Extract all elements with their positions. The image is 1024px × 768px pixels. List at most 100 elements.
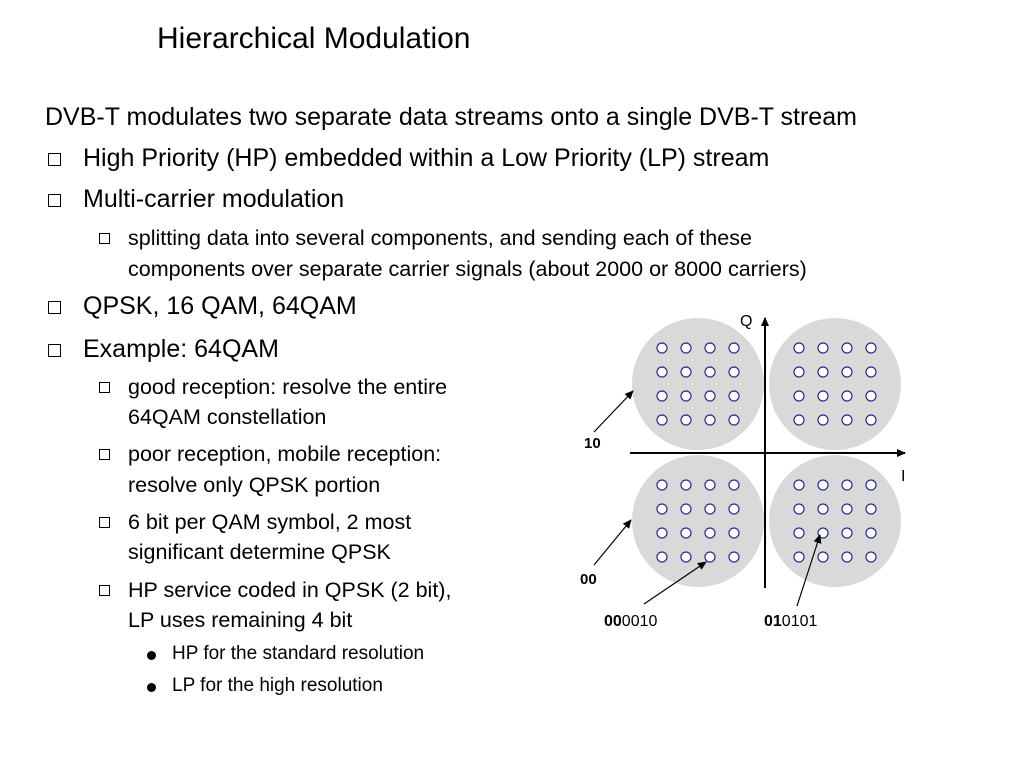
constellation-points <box>656 342 877 563</box>
constellation-point <box>817 366 829 378</box>
label-00: 00 <box>580 571 597 588</box>
arrow-00-quadrant <box>593 519 632 566</box>
subbullet-poor-line2: resolve only QPSK portion <box>128 473 381 497</box>
constellation-point <box>841 479 853 491</box>
constellation-point <box>728 366 740 378</box>
constellation-point <box>656 414 668 426</box>
constellation-point <box>865 366 877 378</box>
constellation-point <box>817 414 829 426</box>
subbullet-hp-service-line2: LP uses remaining 4 bit <box>128 608 353 632</box>
axis-i-label: I <box>901 468 905 485</box>
checkbox-bullet-icon <box>99 517 110 528</box>
code-000010-bold: 00 <box>604 613 622 630</box>
bullet-qpsk-qam: QPSK, 16 QAM, 64QAM <box>83 292 357 320</box>
constellation-point <box>680 366 692 378</box>
checkbox-bullet-icon <box>48 301 61 314</box>
constellation-point <box>704 390 716 402</box>
constellation-point <box>680 479 692 491</box>
dot-bullet-icon <box>147 651 156 660</box>
dot-bullet-icon <box>147 683 156 692</box>
constellation-point <box>793 503 805 515</box>
constellation-point <box>841 551 853 563</box>
constellation-point <box>793 366 805 378</box>
checkbox-bullet-icon <box>48 153 61 166</box>
intro-text: DVB-T modulates two separate data stream… <box>45 103 857 131</box>
subbullet-splitting-line2: components over separate carrier signals… <box>128 257 807 281</box>
constellation-point <box>704 479 716 491</box>
constellation-point <box>793 551 805 563</box>
constellation-point <box>817 503 829 515</box>
constellation-point <box>728 390 740 402</box>
constellation-point <box>656 342 668 354</box>
code-010101-bold: 01 <box>764 613 782 630</box>
constellation-point <box>841 414 853 426</box>
subbullet-lp-high: LP for the high resolution <box>172 675 383 696</box>
subbullet-good-line2: 64QAM constellation <box>128 405 327 429</box>
checkbox-bullet-icon <box>99 449 110 460</box>
constellation-point <box>680 503 692 515</box>
constellation-point <box>656 366 668 378</box>
constellation-point <box>865 551 877 563</box>
constellation-point <box>841 390 853 402</box>
constellation-point <box>793 479 805 491</box>
qam-constellation-diagram: Q I 10 00 000010 010101 <box>580 313 906 630</box>
constellation-point <box>656 551 668 563</box>
subbullet-hp-service-line1: HP service coded in QPSK (2 bit), <box>128 578 452 602</box>
constellation-point <box>865 527 877 539</box>
constellation-point <box>793 390 805 402</box>
label-10: 10 <box>584 435 601 452</box>
subbullet-poor-line1: poor reception, mobile reception: <box>128 442 442 466</box>
slide-title: Hierarchical Modulation <box>157 22 471 55</box>
checkbox-bullet-icon <box>99 233 110 244</box>
checkbox-bullet-icon <box>99 382 110 393</box>
constellation-point <box>656 390 668 402</box>
bullet-multicarrier: Multi-carrier modulation <box>83 185 345 213</box>
constellation-point <box>728 551 740 563</box>
constellation-point <box>817 390 829 402</box>
constellation-point <box>728 479 740 491</box>
constellation-point <box>656 479 668 491</box>
constellation-point <box>728 503 740 515</box>
quadrant-disc-lower-right <box>769 455 901 587</box>
constellation-point <box>680 527 692 539</box>
constellation-point <box>793 414 805 426</box>
constellation-point <box>793 342 805 354</box>
constellation-point <box>865 342 877 354</box>
constellation-point <box>728 414 740 426</box>
constellation-point <box>656 527 668 539</box>
constellation-point <box>817 551 829 563</box>
constellation-point <box>841 503 853 515</box>
constellation-point <box>865 503 877 515</box>
constellation-point <box>865 414 877 426</box>
quadrant-disc-upper-right <box>769 318 901 450</box>
constellation-point <box>793 527 805 539</box>
constellation-point <box>680 551 692 563</box>
constellation-point <box>656 503 668 515</box>
constellation-point <box>680 390 692 402</box>
constellation-point <box>680 414 692 426</box>
constellation-point <box>728 342 740 354</box>
constellation-point <box>704 503 716 515</box>
bullet-example: Example: 64QAM <box>83 335 279 363</box>
constellation-point <box>704 527 716 539</box>
code-000010-rest: 0010 <box>622 613 658 630</box>
constellation-point <box>841 366 853 378</box>
arrow-000010 <box>643 561 707 605</box>
bullet-hp-lp: High Priority (HP) embedded within a Low… <box>83 144 770 172</box>
constellation-point <box>841 527 853 539</box>
arrow-010101 <box>796 534 822 607</box>
checkbox-bullet-icon <box>48 344 61 357</box>
code-010101-rest: 0101 <box>782 613 818 630</box>
arrow-10 <box>593 390 634 433</box>
constellation-point <box>865 390 877 402</box>
subbullet-6bit-line1: 6 bit per QAM symbol, 2 most <box>128 510 412 534</box>
code-010101: 010101 <box>764 613 817 630</box>
quadrant-disc-upper-left <box>632 318 764 450</box>
constellation-point <box>841 342 853 354</box>
checkbox-bullet-icon <box>48 194 61 207</box>
constellation-point <box>817 342 829 354</box>
constellation-point <box>704 551 716 563</box>
checkbox-bullet-icon <box>99 585 110 596</box>
constellation-point <box>817 479 829 491</box>
constellation-point <box>704 342 716 354</box>
